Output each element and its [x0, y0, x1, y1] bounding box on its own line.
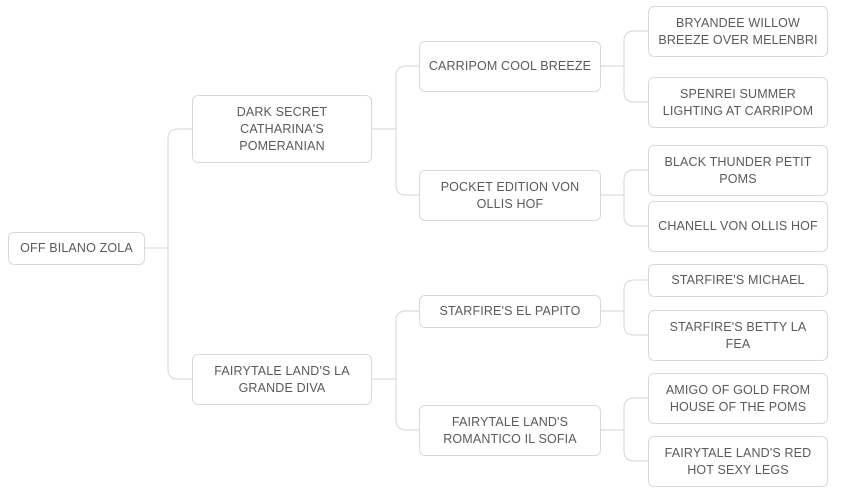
node-gen1-dam[interactable]: FAIRYTALE LAND'S LA GRANDE DIVA: [192, 354, 372, 405]
node-label: BLACK THUNDER PETIT POMS: [664, 154, 812, 186]
node-gen1-sire[interactable]: DARK SECRET CATHARINA'S POMERANIAN: [192, 95, 372, 163]
node-gen3-7[interactable]: AMIGO OF GOLD FROM HOUSE OF THE POMS: [648, 373, 828, 424]
node-gen3-3[interactable]: BLACK THUNDER PETIT POMS: [648, 145, 828, 196]
node-label: STARFIRE'S BETTY LA FEA: [669, 319, 807, 351]
connector-gen2d-to-gen3-8: [623, 430, 648, 462]
node-label: OFF BILANO ZOLA: [20, 241, 133, 255]
connector-gen1b-to-gen2-c: [395, 310, 419, 379]
node-gen2-d[interactable]: FAIRYTALE LAND'S ROMANTICO IL SOFIA: [419, 405, 601, 456]
connector-gen2b-to-gen3-4: [623, 195, 648, 227]
node-label: BRYANDEE WILLOW BREEZE OVER MELENBRI: [658, 15, 818, 47]
node-gen3-6[interactable]: STARFIRE'S BETTY LA FEA: [648, 310, 828, 361]
connector-subject-to-gen1-top: [167, 128, 192, 248]
node-gen2-b[interactable]: POCKET EDITION VON OLLIS HOF: [419, 170, 601, 221]
node-label: FAIRYTALE LAND'S ROMANTICO IL SOFIA: [443, 414, 577, 446]
connector-gen2c-to-gen3-6: [623, 311, 648, 336]
node-label: CHANELL VON OLLIS HOF: [658, 219, 818, 233]
connector-gen1t-to-gen2-a: [395, 65, 419, 129]
connector-subject-to-gen1-bottom: [167, 248, 192, 380]
node-label: FAIRYTALE LAND'S RED HOT SEXY LEGS: [664, 445, 812, 477]
node-label: STARFIRE'S MICHAEL: [671, 273, 805, 287]
connector-gen2d-to-gen3-7: [623, 397, 648, 430]
node-label: CARRIPOM COOL BREEZE: [428, 59, 592, 73]
node-label: DARK SECRET CATHARINA'S POMERANIAN: [236, 104, 328, 153]
node-gen2-c[interactable]: STARFIRE'S EL PAPITO: [419, 295, 601, 328]
node-gen3-1[interactable]: BRYANDEE WILLOW BREEZE OVER MELENBRI: [648, 6, 828, 57]
connector-gen1t-to-gen2-b: [395, 129, 419, 196]
connector-gen2a-to-gen3-2: [623, 66, 648, 103]
connector-gen2c-to-gen3-5: [623, 279, 648, 311]
node-gen3-8[interactable]: FAIRYTALE LAND'S RED HOT SEXY LEGS: [648, 436, 828, 487]
node-label: POCKET EDITION VON OLLIS HOF: [440, 179, 580, 211]
connector-gen1b-to-gen2-d: [395, 379, 419, 431]
connector-gen2b-to-gen3-3: [623, 169, 648, 195]
node-label: STARFIRE'S EL PAPITO: [439, 304, 581, 318]
node-gen3-4[interactable]: CHANELL VON OLLIS HOF: [648, 201, 828, 252]
connector-gen2a-to-gen3-1: [623, 30, 648, 66]
node-gen3-2[interactable]: SPENREI SUMMER LIGHTING AT CARRIPOM: [648, 77, 828, 128]
node-subject[interactable]: OFF BILANO ZOLA: [8, 232, 145, 265]
node-gen2-a[interactable]: CARRIPOM COOL BREEZE: [419, 41, 601, 92]
node-label: FAIRYTALE LAND'S LA GRANDE DIVA: [214, 363, 350, 395]
node-label: AMIGO OF GOLD FROM HOUSE OF THE POMS: [665, 382, 811, 414]
node-gen3-5[interactable]: STARFIRE'S MICHAEL: [648, 264, 828, 297]
node-label: SPENREI SUMMER LIGHTING AT CARRIPOM: [662, 86, 814, 118]
